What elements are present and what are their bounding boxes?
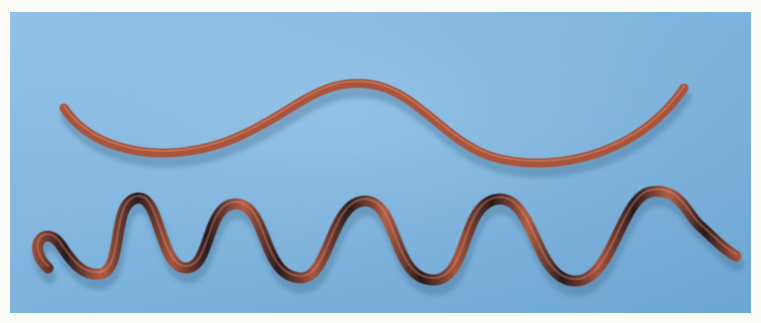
photo-frame — [0, 0, 761, 323]
photograph — [0, 0, 761, 323]
